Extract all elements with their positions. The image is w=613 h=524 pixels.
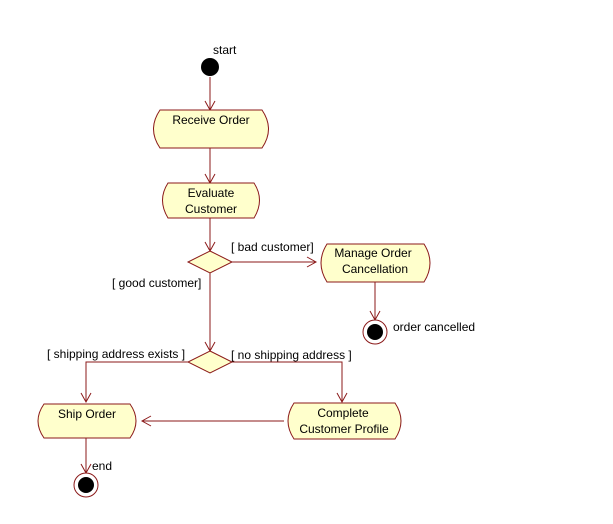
arrowhead bbox=[140, 415, 152, 427]
activity-label: Cancellation bbox=[342, 262, 408, 276]
activity-complete-customer-profile: Complete Customer Profile bbox=[287, 402, 402, 440]
guard-bad-customer: [ bad customer] bbox=[231, 240, 314, 254]
activity-label: Customer bbox=[185, 202, 237, 216]
activity-manage-order-cancellation: Manage Order Cancellation bbox=[320, 243, 431, 283]
order-cancelled-label: order cancelled bbox=[393, 320, 475, 334]
edge-no-shipping bbox=[231, 361, 343, 402]
guard-good-customer: [ good customer] bbox=[112, 276, 201, 290]
activity-label: Receive Order bbox=[172, 113, 249, 127]
initial-node bbox=[201, 58, 219, 76]
arrowhead bbox=[336, 392, 348, 404]
arrowhead bbox=[80, 392, 92, 404]
edge-shipping-exists bbox=[85, 361, 189, 402]
activity-ship-order: Ship Order bbox=[37, 403, 137, 439]
decision-customer bbox=[186, 250, 234, 274]
start-label: start bbox=[213, 43, 237, 57]
edges bbox=[85, 77, 376, 473]
final-node-end bbox=[73, 472, 99, 498]
guard-shipping-address-exists: [ shipping address exists ] bbox=[47, 347, 185, 361]
guard-no-shipping-address: [ no shipping address ] bbox=[231, 348, 352, 362]
activity-label: Ship Order bbox=[58, 407, 116, 421]
final-node-order-cancelled bbox=[362, 319, 388, 345]
activity-label: Customer Profile bbox=[299, 422, 389, 436]
activity-label: Manage Order bbox=[334, 246, 411, 260]
activity-receive-order: Receive Order bbox=[153, 109, 269, 149]
decision-shipping-address bbox=[186, 350, 234, 374]
activity-evaluate-customer: Evaluate Customer bbox=[162, 182, 260, 219]
activity-label: Complete bbox=[317, 406, 369, 420]
activity-label: Evaluate bbox=[188, 186, 235, 200]
end-label: end bbox=[92, 459, 112, 473]
arrowhead bbox=[306, 256, 318, 268]
